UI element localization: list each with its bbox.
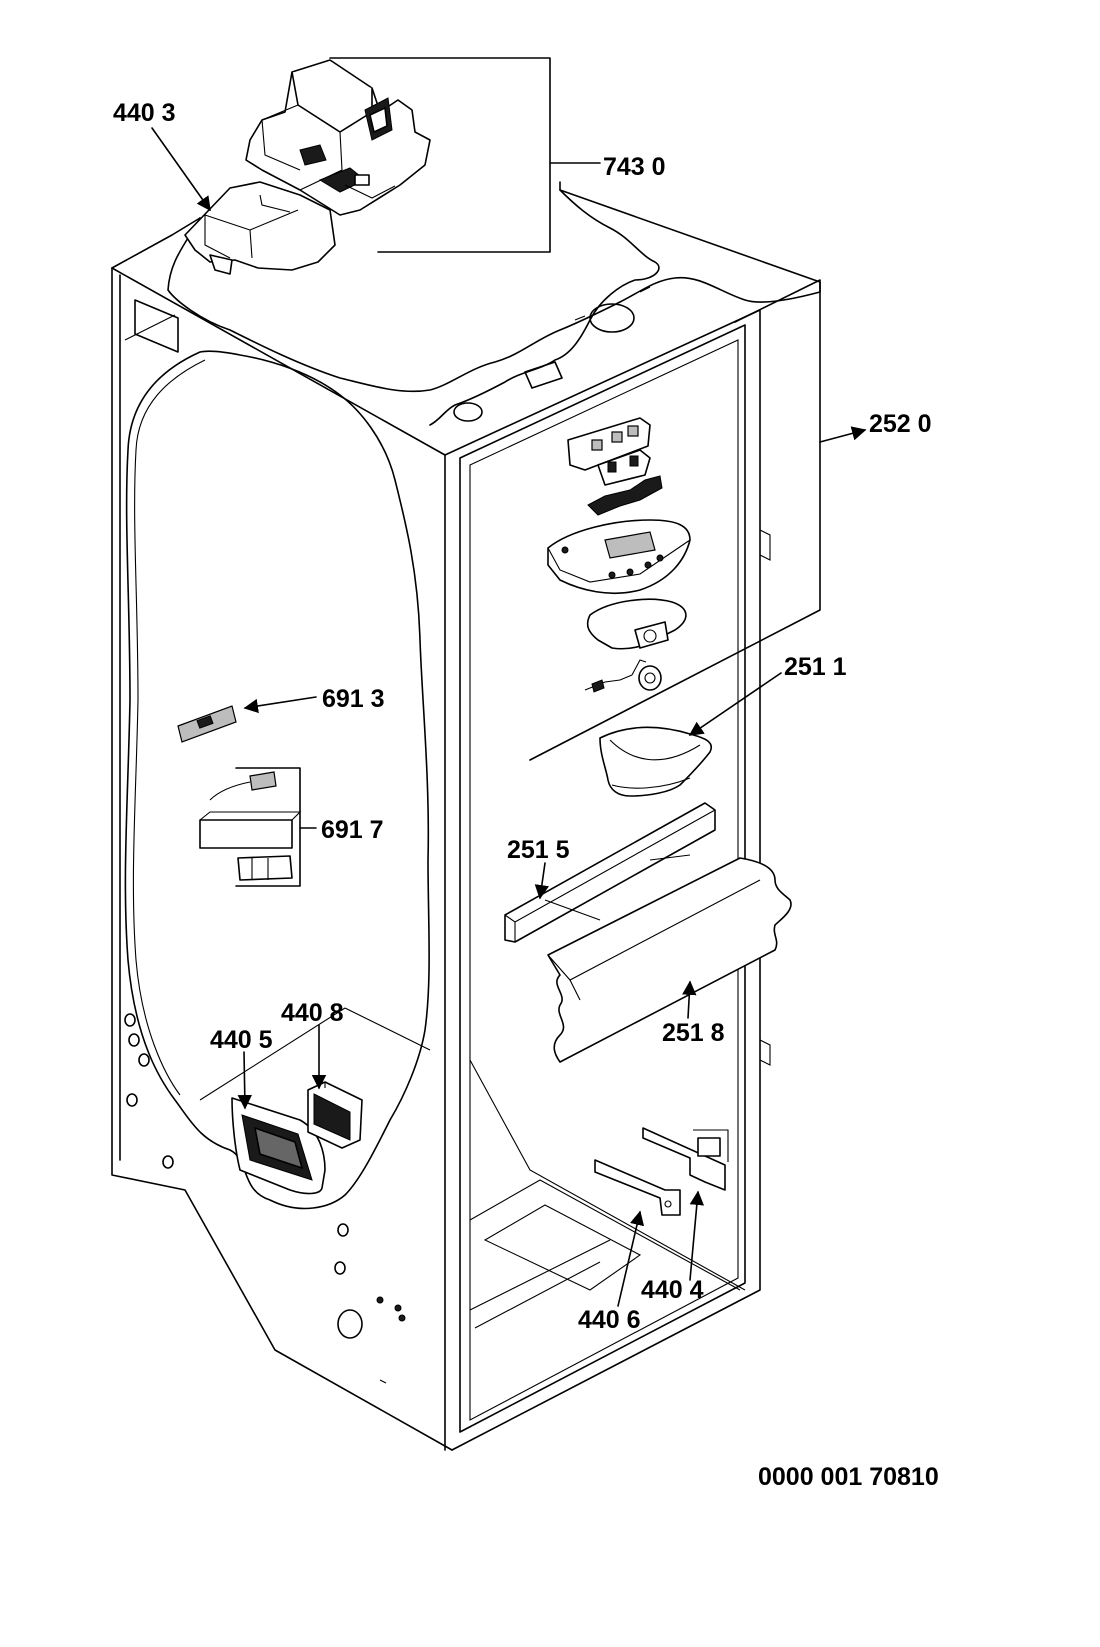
callout-440-5: 440 5 [210,1026,273,1054]
callout-743-0: 743 0 [603,153,666,181]
part-4404-bracket [642,1127,729,1191]
insulation-cutaway [124,350,430,1210]
side-holes [124,1013,406,1384]
callout-251-5: 251 5 [507,836,570,864]
part-4405-plate [231,1097,326,1195]
part-4403-housing [184,181,336,275]
callout-440-8: 440 8 [281,999,344,1027]
leader-lines [151,127,782,1307]
part-2520-dispenser-assembly [547,417,691,693]
callout-251-1: 251 1 [784,653,847,681]
document-number: 0000 001 70810 [758,1463,939,1491]
part-2511-cover [599,726,712,797]
callout-252-0: 252 0 [869,410,932,438]
part-7430-housing [245,59,431,216]
part-6917-kit [199,767,302,887]
callout-440-3: 440 3 [113,99,176,127]
part-2515-rail [504,802,716,943]
part-2518-panel [547,857,792,1063]
callout-251-8: 251 8 [662,1019,725,1047]
callout-440-6: 440 6 [578,1306,641,1334]
callout-440-4: 440 4 [641,1276,704,1304]
callout-691-7: 691 7 [321,816,384,844]
part-4406-bracket [594,1159,681,1216]
cabinet-shell [111,181,821,1451]
callout-691-3: 691 3 [322,685,385,713]
